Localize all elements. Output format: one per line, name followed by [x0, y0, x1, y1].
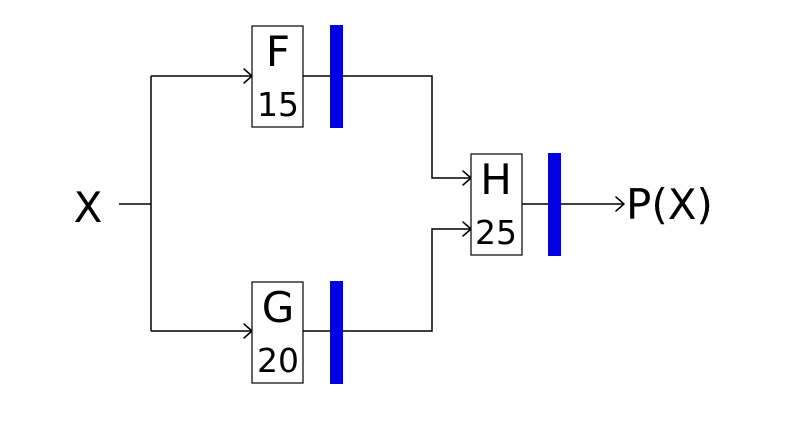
node-h-name: H: [480, 155, 512, 204]
register-after-g: [330, 281, 343, 384]
wire-f-to-h: [303, 75, 471, 179]
node-g: G 20: [251, 281, 304, 384]
node-g-name: G: [262, 283, 295, 332]
node-g-value: 20: [257, 341, 299, 380]
arrowhead-output: [615, 196, 625, 212]
node-h-value: 25: [475, 213, 517, 252]
register-after-f: [330, 25, 343, 128]
wire-g-to-h: [303, 228, 471, 332]
register-after-h: [548, 153, 561, 256]
node-h: H 25: [470, 153, 523, 256]
node-f-name: F: [266, 27, 290, 76]
node-g-box: [251, 281, 304, 384]
node-f-box: [251, 25, 304, 128]
input-label: X: [74, 183, 103, 232]
node-f: F 15: [251, 25, 304, 128]
output-label: P(X): [626, 180, 713, 229]
node-f-value: 15: [257, 85, 299, 124]
